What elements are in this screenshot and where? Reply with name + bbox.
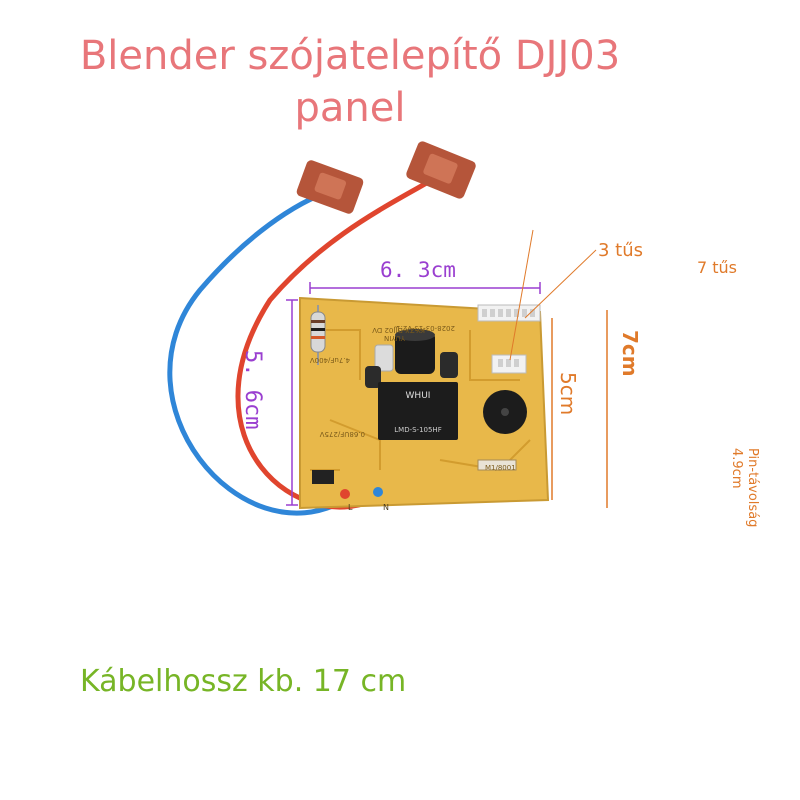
board-cap-text-2: 4.7uF/400V <box>310 356 350 364</box>
product-title: Blender szójatelepítő DJJ03 panel <box>0 30 700 134</box>
5cm-dimension-label: 5cm <box>556 372 580 416</box>
wire-solder-red <box>340 489 350 499</box>
board-brand-text: YUYIN <box>384 334 406 342</box>
width-dimension-label: 6. 3cm <box>380 258 456 282</box>
pin-spacing-line-1: Pin-távolság <box>745 448 760 528</box>
board-model-text: KY-ZX-DJJ02 DV <box>372 326 425 334</box>
diode <box>477 459 517 471</box>
buzzer <box>483 390 527 434</box>
height-dimension-line <box>286 299 298 506</box>
7cm-dimension-label: 7cm <box>618 330 642 377</box>
capacitor-large <box>374 329 435 374</box>
header-7pin <box>477 304 541 322</box>
bridge-rectifier <box>312 470 334 484</box>
resistor <box>310 305 326 365</box>
pin-spacing-label: Pin-távolság 4.9cm <box>728 448 760 527</box>
blue-wire-connector <box>296 160 364 214</box>
relay-brand: WHUI <box>406 391 431 401</box>
height-dimension-label: 5. 6cm <box>240 350 265 430</box>
title-line-1: Blender szójatelepítő DJJ03 <box>79 33 621 79</box>
relay: WHUI LMD-S-105HF <box>378 382 458 440</box>
3pin-label: 3 tűs <box>598 240 644 261</box>
board-date-text: 2028-03-13 V2.1 <box>396 324 455 332</box>
pin-pointer-lines <box>509 229 597 361</box>
wire-solder-blue <box>373 487 383 497</box>
title-line-2: panel <box>294 85 406 131</box>
buzzer-tag-text: M1/8001 <box>485 464 516 472</box>
relay-model: LMD-S-105HF <box>394 426 441 434</box>
7pin-label: 7 tűs <box>697 258 738 277</box>
blue-wire <box>167 187 347 516</box>
board-cap-text: 0.68UF/275V <box>320 430 365 438</box>
capacitor-small <box>365 352 458 388</box>
pin-n-label: N <box>383 503 389 512</box>
header-3pin <box>491 354 527 374</box>
cable-length-caption: Kábelhossz kb. 17 cm <box>80 664 407 699</box>
red-wire-connector <box>406 141 476 199</box>
pin-spacing-line-2: 4.9cm <box>729 448 744 489</box>
pin-l-label: L <box>348 503 353 512</box>
width-dimension-line <box>309 282 541 294</box>
